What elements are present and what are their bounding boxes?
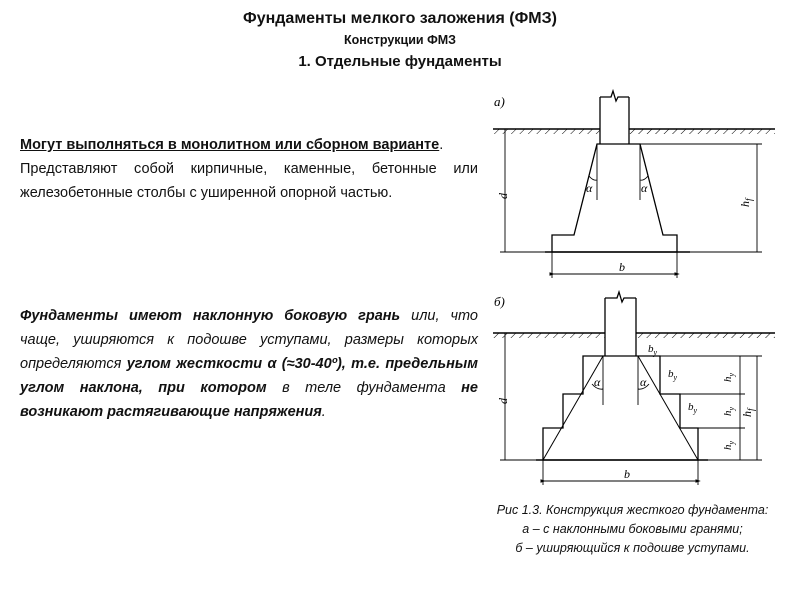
dim-d-b-label: d	[496, 397, 510, 404]
by-label-1: by	[648, 343, 658, 357]
figure-caption-title: Рис 1.3. Конструкция жесткого фундамента…	[496, 503, 769, 517]
hy-label-3: hy	[722, 441, 736, 451]
foundation-body-a	[551, 143, 678, 253]
ground-hatch-a-right	[629, 129, 775, 134]
by-label-2: by	[668, 368, 678, 382]
p2-c: углом жесткости α (≈30-40º), т.е. предел…	[20, 356, 478, 396]
p1-dot: .	[439, 137, 444, 153]
column-b-break	[605, 289, 636, 304]
hy-label-1: hy	[722, 373, 736, 383]
hf-b-label: hf	[740, 407, 756, 417]
paragraph-angle: Фундаменты имеют наклонную боковую грань…	[20, 304, 478, 424]
ground-hatch-b-left	[493, 333, 605, 338]
angle-arc-a-left	[588, 175, 598, 181]
page-title: Фундаменты мелкого заложения (ФМЗ)	[243, 10, 557, 27]
angle-arc-b-right	[637, 383, 650, 390]
figure-caption-a: а – с наклонными боковыми гранями;	[522, 522, 743, 536]
p2-f: .	[321, 404, 326, 420]
alpha-a-left: α	[586, 181, 593, 195]
column-a-break	[600, 88, 629, 103]
p1-bold: Могут выполняться в монолитном или сборн…	[20, 137, 440, 153]
diagram-a-label: а)	[494, 94, 505, 109]
diagonal-b-right	[637, 355, 699, 461]
diagonal-b-left	[542, 355, 604, 461]
diagram-b: б) α α by by by d hy	[493, 289, 775, 485]
page-subtitle: Конструкции ФМЗ	[343, 33, 456, 47]
dim-b-a-label: b	[619, 260, 625, 274]
paragraph-construction: Могут выполняться в монолитном или сборн…	[20, 133, 478, 205]
dim-b-b-label: b	[624, 467, 630, 481]
section-title: 1. Отдельные фундаменты	[298, 53, 502, 70]
p2-b: или, что чаще, уширяются к подошве уступ…	[20, 308, 478, 372]
p2-a: Фундаменты имеют наклонную боковую грань	[20, 308, 401, 324]
p1-rest: Представляют собой кирпичные, каменные, …	[20, 161, 478, 201]
dim-hf-a-label: hf	[738, 197, 754, 207]
alpha-a-right: α	[641, 181, 648, 195]
figure-caption-b: б – уширяющийся к подошве уступами.	[515, 541, 750, 555]
ground-hatch-a-left	[493, 129, 600, 134]
angle-arc-b-left	[591, 383, 604, 390]
diagram-a: а) α α d hf b	[493, 88, 775, 278]
p2-e: не возникают растягивающие напряжения	[20, 380, 478, 420]
alpha-b-right: α	[640, 375, 647, 389]
by-label-3: by	[688, 401, 698, 415]
ground-hatch-b-right	[636, 333, 775, 338]
p2-d: в теле фундамента	[266, 380, 462, 396]
dim-d-a-label: d	[496, 192, 510, 199]
diagram-b-label: б)	[494, 294, 505, 309]
foundation-body-b	[542, 355, 699, 461]
column-b	[604, 298, 637, 356]
column-a	[599, 97, 630, 144]
hy-label-2: hy	[722, 407, 736, 417]
alpha-b-left: α	[594, 375, 601, 389]
angle-arc-a-right	[639, 175, 649, 181]
